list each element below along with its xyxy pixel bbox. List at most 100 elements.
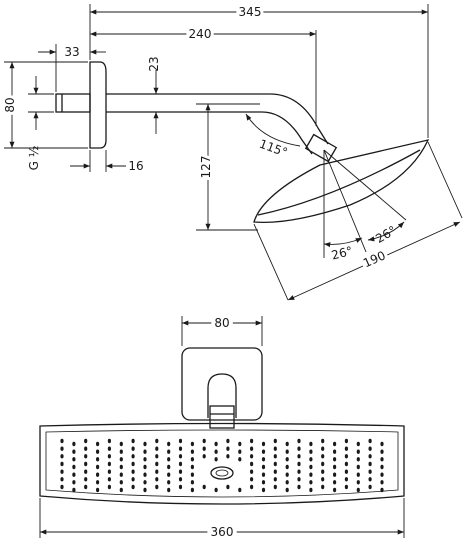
- nozzle: [344, 461, 348, 467]
- nozzle: [309, 441, 313, 447]
- nozzle: [178, 446, 183, 451]
- nozzle: [84, 461, 88, 467]
- nozzle: [250, 477, 254, 482]
- nozzle: [368, 484, 372, 490]
- dim-wall-offset: 16: [128, 159, 143, 173]
- nozzle: [119, 441, 123, 447]
- nozzle: [143, 464, 147, 470]
- nozzle: [380, 464, 384, 470]
- shower-head-front: [39, 422, 405, 505]
- nozzle: [333, 487, 337, 493]
- nozzle: [131, 454, 135, 459]
- nozzle: [226, 484, 230, 490]
- nozzle: [178, 454, 183, 459]
- nozzle: [344, 446, 348, 451]
- nozzle: [72, 480, 76, 485]
- nozzle: [155, 484, 159, 490]
- nozzle: [72, 487, 76, 493]
- nozzle: [214, 449, 218, 454]
- dim-tilt-angle-right: 26°: [373, 223, 398, 246]
- nozzle: [261, 457, 266, 462]
- nozzle: [131, 461, 135, 467]
- nozzle: [368, 438, 372, 444]
- nozzle: [261, 464, 266, 470]
- nozzle: [297, 469, 301, 474]
- nozzle: [321, 454, 325, 459]
- nozzle: [60, 454, 64, 459]
- nozzle: [380, 480, 384, 485]
- nozzle: [250, 454, 254, 459]
- dim-flange-depth: 33: [64, 45, 79, 59]
- nozzle: [60, 461, 64, 467]
- nozzle: [380, 472, 384, 477]
- nozzle: [238, 457, 242, 462]
- nozzle: [178, 477, 183, 482]
- nozzle: [226, 454, 230, 459]
- nozzle: [190, 472, 194, 477]
- nozzle: [285, 457, 289, 462]
- nozzle: [119, 449, 123, 454]
- nozzle: [344, 454, 348, 459]
- nozzle: [190, 457, 194, 462]
- nozzle: [155, 438, 159, 444]
- nozzle: [202, 454, 206, 459]
- nozzle: [214, 441, 218, 447]
- nozzle: [344, 438, 348, 444]
- nozzle: [72, 441, 76, 447]
- nozzle: [214, 457, 218, 462]
- nozzle: [321, 446, 325, 451]
- nozzle: [261, 472, 266, 477]
- nozzle: [107, 484, 111, 490]
- nozzle: [202, 438, 206, 444]
- dim-arm-length: 240: [189, 27, 212, 41]
- nozzle: [60, 477, 64, 482]
- nozzle: [155, 477, 159, 482]
- nozzle: [261, 441, 266, 447]
- nozzle: [167, 441, 171, 447]
- nozzle: [321, 438, 325, 444]
- nozzle: [261, 449, 266, 454]
- nozzle: [143, 472, 147, 477]
- dim-bend-angle: 115°: [257, 137, 289, 160]
- nozzle: [250, 446, 254, 451]
- nozzle: [356, 441, 360, 447]
- nozzle: [143, 480, 147, 485]
- nozzle: [167, 449, 171, 454]
- nozzle: [297, 438, 301, 444]
- nozzle: [190, 449, 194, 454]
- nozzle: [119, 487, 123, 493]
- nozzle: [107, 461, 111, 467]
- dim-head-width: 360: [211, 525, 234, 539]
- nozzle: [107, 446, 111, 451]
- nozzle: [96, 472, 100, 477]
- nozzle: [178, 484, 183, 490]
- nozzle: [60, 438, 64, 444]
- ball-joint: [304, 133, 338, 163]
- nozzle: [131, 446, 135, 451]
- nozzle: [333, 480, 337, 485]
- nozzle: [167, 480, 171, 485]
- nozzle: [273, 454, 277, 459]
- nozzle: [84, 477, 88, 482]
- nozzle: [285, 472, 289, 477]
- nozzle: [84, 469, 88, 474]
- thread-stub: [55, 93, 91, 113]
- nozzle: [333, 472, 337, 477]
- nozzle: [60, 446, 64, 451]
- nozzle: [238, 449, 242, 454]
- nozzle: [285, 441, 289, 447]
- nozzle: [321, 477, 325, 482]
- nozzle: [250, 469, 254, 474]
- nozzle: [178, 469, 183, 474]
- nozzle: [190, 487, 194, 493]
- nozzle: [72, 472, 76, 477]
- nozzle: [356, 457, 360, 462]
- nozzle: [155, 469, 159, 474]
- nozzle: [273, 477, 277, 482]
- nozzle: [96, 487, 100, 493]
- nozzle: [297, 454, 301, 459]
- dim-flange-height: 80: [3, 97, 17, 112]
- nozzle: [333, 449, 337, 454]
- nozzle: [143, 441, 147, 447]
- dim-arm-diameter: 23: [147, 56, 161, 71]
